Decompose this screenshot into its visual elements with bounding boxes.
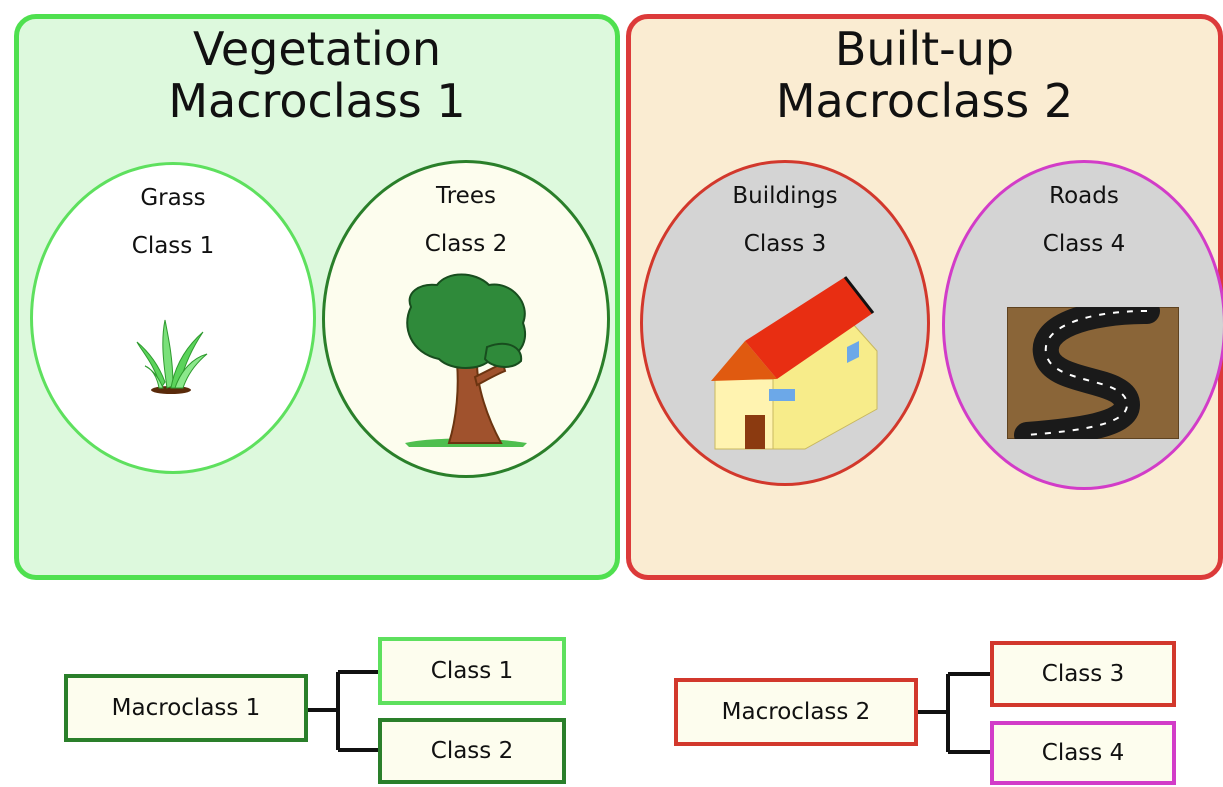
house-icon: [711, 276, 878, 450]
vegetation-title-line2: Macroclass 1: [168, 74, 466, 128]
trees-name: Trees: [436, 183, 496, 209]
buildings-name: Buildings: [732, 183, 838, 209]
grass-class-label: Class 1: [131, 233, 215, 259]
grass-class-ellipse: Grass Class 1: [30, 162, 316, 474]
grass-icon: [136, 319, 208, 394]
vegetation-title-line1: Vegetation: [192, 22, 442, 76]
vegetation-title: Vegetation Macroclass 1: [19, 23, 615, 127]
grass-name: Grass: [140, 185, 206, 211]
class-1-box: Class 1: [378, 637, 566, 705]
roads-name: Roads: [1049, 183, 1119, 209]
class-3-box: Class 3: [990, 641, 1176, 707]
class-2-box: Class 2: [378, 718, 566, 784]
builtup-title-line1: Built-up: [834, 22, 1015, 76]
class-4-box: Class 4: [990, 721, 1176, 785]
builtup-title-line2: Macroclass 2: [775, 74, 1074, 128]
macroclass-1-box: Macroclass 1: [64, 674, 308, 742]
trees-class-label: Class 2: [424, 231, 508, 257]
roads-class-label: Class 4: [1042, 231, 1126, 257]
road-icon: [1007, 307, 1179, 439]
buildings-class-ellipse: Buildings Class 3: [640, 160, 930, 486]
macroclass-2-box: Macroclass 2: [674, 678, 918, 746]
trees-class-ellipse: Trees Class 2: [322, 160, 610, 478]
builtup-title: Built-up Macroclass 2: [631, 23, 1218, 127]
buildings-class-label: Class 3: [743, 231, 827, 257]
roads-class-ellipse: Roads Class 4: [942, 160, 1223, 490]
tree-icon: [405, 273, 527, 447]
